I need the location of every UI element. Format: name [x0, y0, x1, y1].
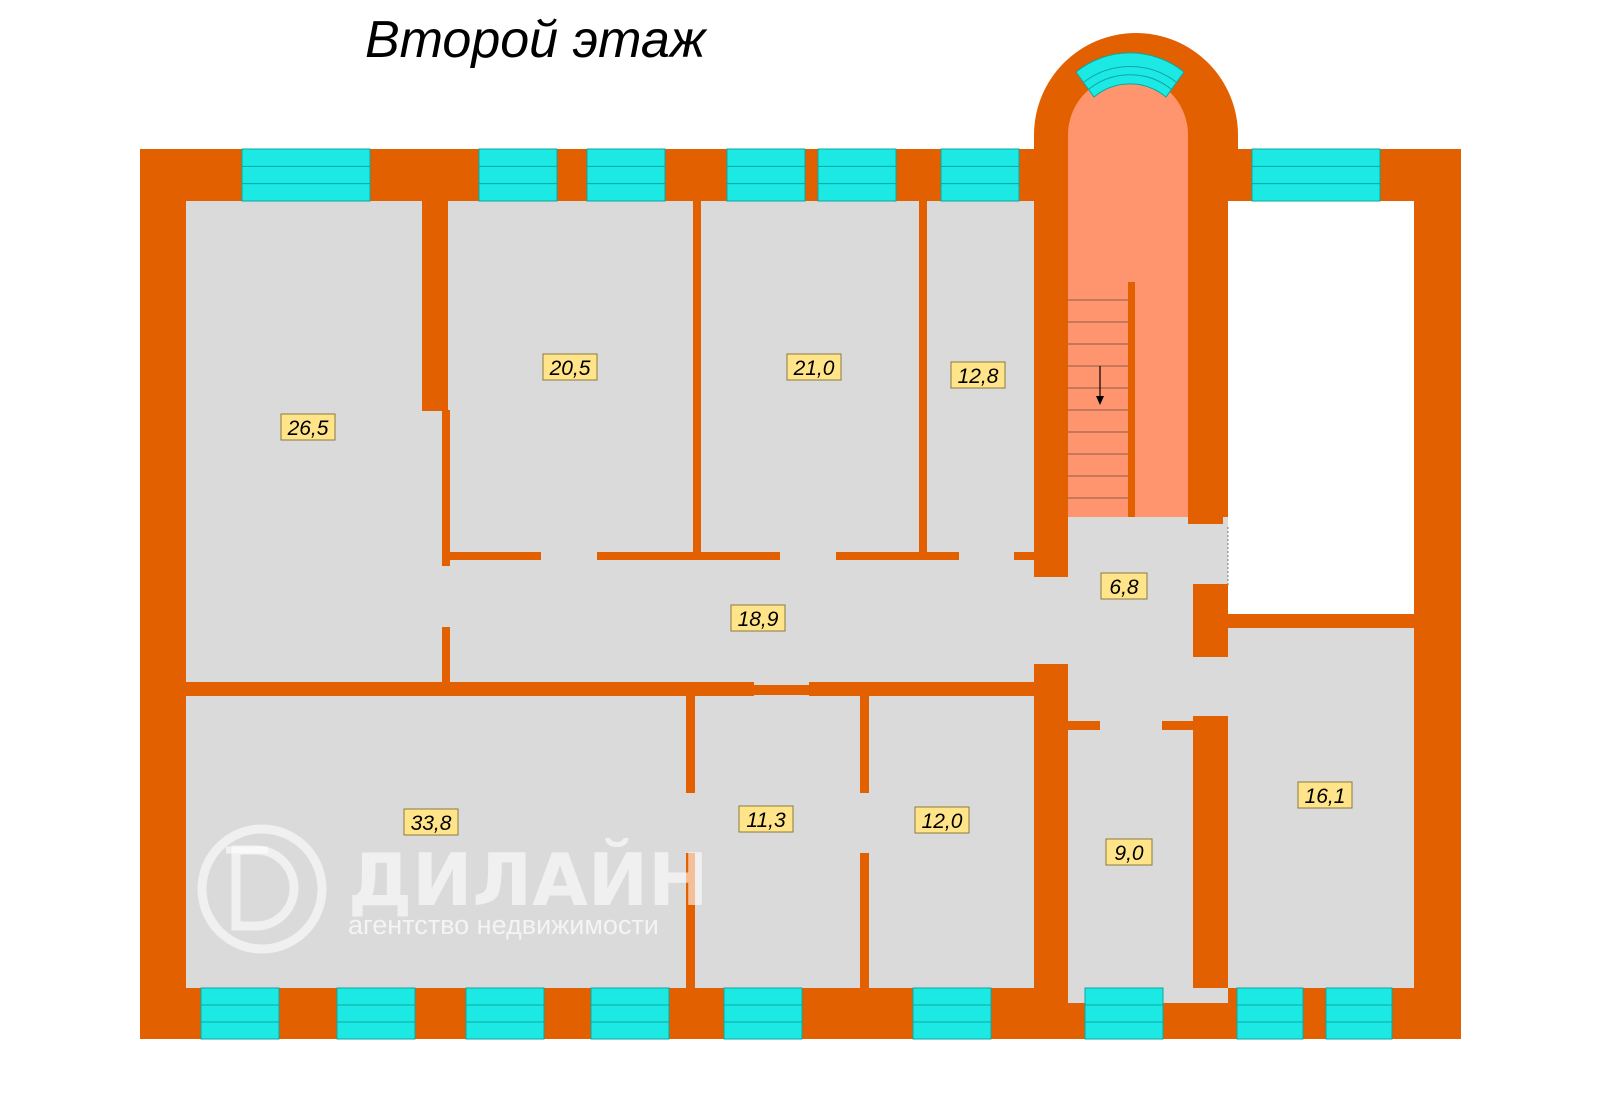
window-2 — [478, 148, 558, 202]
area-value: 20,5 — [549, 357, 591, 380]
area-value: 33,8 — [411, 812, 452, 835]
area-value: 11,3 — [746, 809, 786, 832]
wall-h-9 — [1228, 614, 1414, 625]
area-value: 12,0 — [922, 810, 963, 833]
area-value: 12,8 — [958, 365, 999, 388]
wall-v-2 — [693, 201, 701, 552]
area-label-room-11-3: 11,3 — [738, 805, 794, 833]
area-label-room-21-0: 21,0 — [786, 353, 842, 381]
staircase — [1068, 299, 1128, 499]
windows — [200, 148, 1393, 1040]
wall-v-5b — [860, 853, 869, 988]
window-11 — [590, 987, 670, 1040]
wall-v-1 — [422, 201, 448, 411]
window-5 — [817, 148, 897, 202]
window-9 — [336, 987, 416, 1040]
window-14 — [1084, 987, 1164, 1040]
watermark-tagline: агентство недвижимости — [348, 910, 659, 940]
window-6 — [940, 148, 1020, 202]
area-label-room-33-8: 33,8 — [403, 808, 459, 836]
window-13 — [912, 987, 992, 1040]
watermark-logo-icon — [197, 824, 327, 954]
area-value: 18,9 — [738, 608, 779, 631]
area-labels: 26,5 20,5 21,0 12,8 18,9 6,8 33,8 11,3 12,0 9,0 16… — [280, 353, 1353, 866]
arched-window — [1075, 52, 1185, 98]
wall-h-2 — [597, 552, 780, 560]
floor-upper-left — [186, 201, 1034, 685]
area-value: 6,8 — [1109, 576, 1139, 599]
wall-h-4 — [1014, 552, 1034, 560]
watermark-brand: ДИЛАЙН — [348, 838, 708, 922]
area-value: 26,5 — [287, 417, 329, 440]
wall-h-5 — [186, 682, 754, 696]
area-label-room-20-5: 20,5 — [542, 353, 598, 381]
area-label-room-9-0: 9,0 — [1105, 838, 1153, 866]
window-12 — [723, 987, 803, 1040]
area-label-room-12-8: 12,8 — [950, 361, 1006, 389]
wall-v-3 — [919, 201, 927, 552]
window-16 — [1325, 987, 1393, 1040]
floor-passage — [1190, 661, 1226, 718]
area-label-room-26-5: 26,5 — [280, 413, 336, 441]
wall-h-6 — [809, 682, 1034, 696]
area-label-room-16-1: 16,1 — [1297, 781, 1353, 809]
area-value: 9,0 — [1114, 842, 1144, 865]
wall-h-8 — [1162, 721, 1193, 730]
window-3 — [586, 148, 666, 202]
wall-h-1 — [450, 552, 541, 560]
area-value: 21,0 — [793, 357, 835, 380]
wall-v-stair-right — [1188, 201, 1223, 524]
stair-railing-wall — [1128, 282, 1135, 517]
wall-v-corridor-left — [1034, 664, 1068, 988]
window-1 — [241, 148, 371, 202]
watermark: ДИЛАЙН агентство недвижимости — [197, 824, 708, 954]
open-area-top-right — [1228, 201, 1414, 617]
area-value: 16,1 — [1305, 785, 1346, 808]
area-label-room-12-0: 12,0 — [914, 806, 970, 834]
wall-v-corridor-right — [1193, 716, 1228, 988]
wall-v-stair-left — [1034, 201, 1068, 577]
wall-stub-right — [1193, 584, 1228, 657]
wall-v-1c — [442, 627, 450, 685]
wall-v-4 — [686, 696, 695, 793]
window-15 — [1236, 987, 1304, 1040]
wall-v-1b — [442, 410, 450, 566]
window-4 — [726, 148, 806, 202]
wall-v-5 — [860, 696, 869, 793]
wall-v-4b — [686, 853, 695, 988]
area-label-room-6-8: 6,8 — [1100, 572, 1148, 600]
window-7 — [1251, 148, 1381, 202]
window-8 — [200, 987, 280, 1040]
floor-lower-left — [186, 695, 1034, 988]
area-label-room-18-9: 18,9 — [730, 604, 786, 632]
wall-h-7 — [1068, 721, 1100, 730]
wall-h-3 — [836, 552, 959, 560]
stair-direction-arrow-icon — [1096, 366, 1104, 405]
plan-title: Второй этаж — [365, 11, 708, 69]
window-10 — [465, 987, 545, 1040]
interior-walls — [186, 201, 1414, 988]
